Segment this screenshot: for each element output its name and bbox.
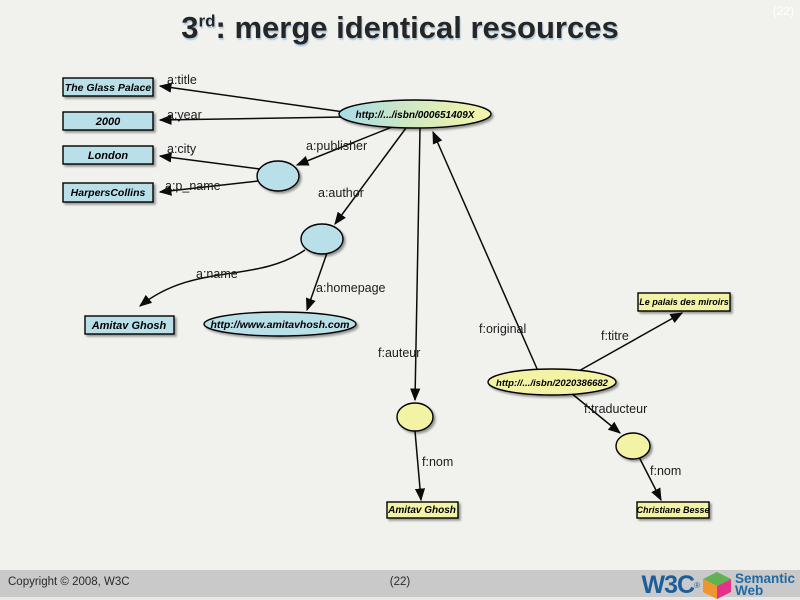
edge-label-a-homepage: a:homepage	[316, 281, 386, 295]
edge-label-a-p-name: a:p_name	[165, 179, 221, 193]
registered-mark: ®	[694, 580, 700, 590]
edge-label-f-original: f:original	[479, 322, 526, 336]
semantic-web-wordmark: Semantic Web	[734, 571, 795, 598]
edge-f-nom-auteur	[414, 430, 426, 502]
edge-a-city	[158, 152, 261, 170]
page-title: 3rd: merge identical resources	[0, 10, 800, 46]
node-name-literal-label: Amitav Ghosh	[91, 320, 167, 332]
footer-bar: Copyright © 2008, W3C (22) W3C® Semantic…	[0, 570, 800, 600]
node-pname-literal-label: HarpersCollins	[71, 187, 146, 199]
node-year-literal-label: 2000	[95, 116, 121, 128]
edge-a-title	[158, 82, 345, 113]
node-city-literal: London	[62, 145, 154, 165]
w3c-semantic-web-logo: W3C® Semantic Web	[641, 570, 795, 600]
node-city-literal-label: London	[88, 150, 129, 162]
node-isbn-2020386682-label: http://.../isbn/2020386682	[496, 378, 609, 389]
edge-label-f-auteur: f:auteur	[378, 346, 420, 360]
slide-number-faint: (22)	[772, 4, 794, 18]
semantic-web-cube-icon	[702, 572, 731, 599]
node-publisher-bnode	[256, 160, 300, 192]
node-pname-literal: HarpersCollins	[62, 182, 154, 203]
node-homepage-uri: http://www.amitavhosh.com	[203, 311, 357, 337]
edge-a-name	[139, 249, 306, 307]
node-traducteur-bnode	[615, 432, 651, 460]
edge-label-a-title: a:title	[167, 73, 197, 87]
w3c-logo-text: W3C	[641, 570, 696, 599]
node-author-bnode	[300, 223, 344, 255]
copyright-text: Copyright © 2008, W3C	[8, 576, 130, 588]
edge-a-publisher	[295, 126, 393, 166]
node-titre-literal: Le palais des miroirs	[637, 292, 731, 312]
footer-page-number: (22)	[389, 576, 411, 588]
edge-f-titre	[576, 312, 684, 373]
node-name-literal: Amitav Ghosh	[84, 315, 175, 335]
edge-label-f-titre: f:titre	[601, 329, 629, 343]
edge-f-traducteur	[570, 392, 621, 434]
node-nom-literal-label: Amitav Ghosh	[387, 505, 456, 516]
edge-f-original	[432, 130, 539, 372]
node-isbn-2020386682: http://.../isbn/2020386682	[487, 368, 617, 396]
node-nom2-literal-label: Christiane Besse	[636, 505, 709, 515]
node-isbn-000651409X-label: http://.../isbn/000651409X	[356, 110, 476, 121]
edge-f-auteur	[410, 127, 421, 402]
rdf-graph-diagram: a:title a:year a:city a:p_name a:publish…	[62, 73, 731, 519]
edge-label-f-nom-traducteur: f:nom	[650, 464, 681, 478]
edge-label-a-city: a:city	[167, 142, 197, 156]
edge-f-nom-traducteur	[638, 456, 662, 502]
edge-a-homepage	[305, 252, 328, 312]
node-isbn-000651409X: http://.../isbn/000651409X	[338, 99, 492, 129]
edge-a-author	[334, 127, 407, 226]
edge-label-f-traducteur: f:traducteur	[584, 402, 647, 416]
semantic-web-line1: Semantic	[734, 571, 795, 586]
edge-a-year	[158, 114, 345, 125]
node-auteur-bnode	[396, 402, 434, 432]
edge-label-a-year: a:year	[167, 108, 202, 122]
edge-label-a-author: a:author	[318, 186, 364, 200]
semantic-web-line2: Web	[734, 583, 764, 598]
title-text: : merge identical resources	[215, 10, 619, 45]
edge-label-f-nom-auteur: f:nom	[422, 455, 453, 469]
node-title-literal: The Glass Palace	[62, 77, 154, 97]
node-homepage-uri-label: http://www.amitavhosh.com	[210, 319, 349, 331]
edge-label-a-name: a:name	[196, 267, 238, 281]
title-number: 3	[181, 10, 199, 45]
node-nom2-literal: Christiane Besse	[636, 501, 710, 519]
node-year-literal: 2000	[62, 111, 154, 131]
title-ordinal-suffix: rd	[198, 11, 216, 31]
edge-label-a-publisher: a:publisher	[306, 139, 367, 153]
node-title-literal-label: The Glass Palace	[65, 82, 152, 94]
node-nom-literal: Amitav Ghosh	[386, 501, 459, 519]
node-titre-literal-label: Le palais des miroirs	[639, 297, 729, 307]
edge-a-p-name	[158, 180, 259, 196]
